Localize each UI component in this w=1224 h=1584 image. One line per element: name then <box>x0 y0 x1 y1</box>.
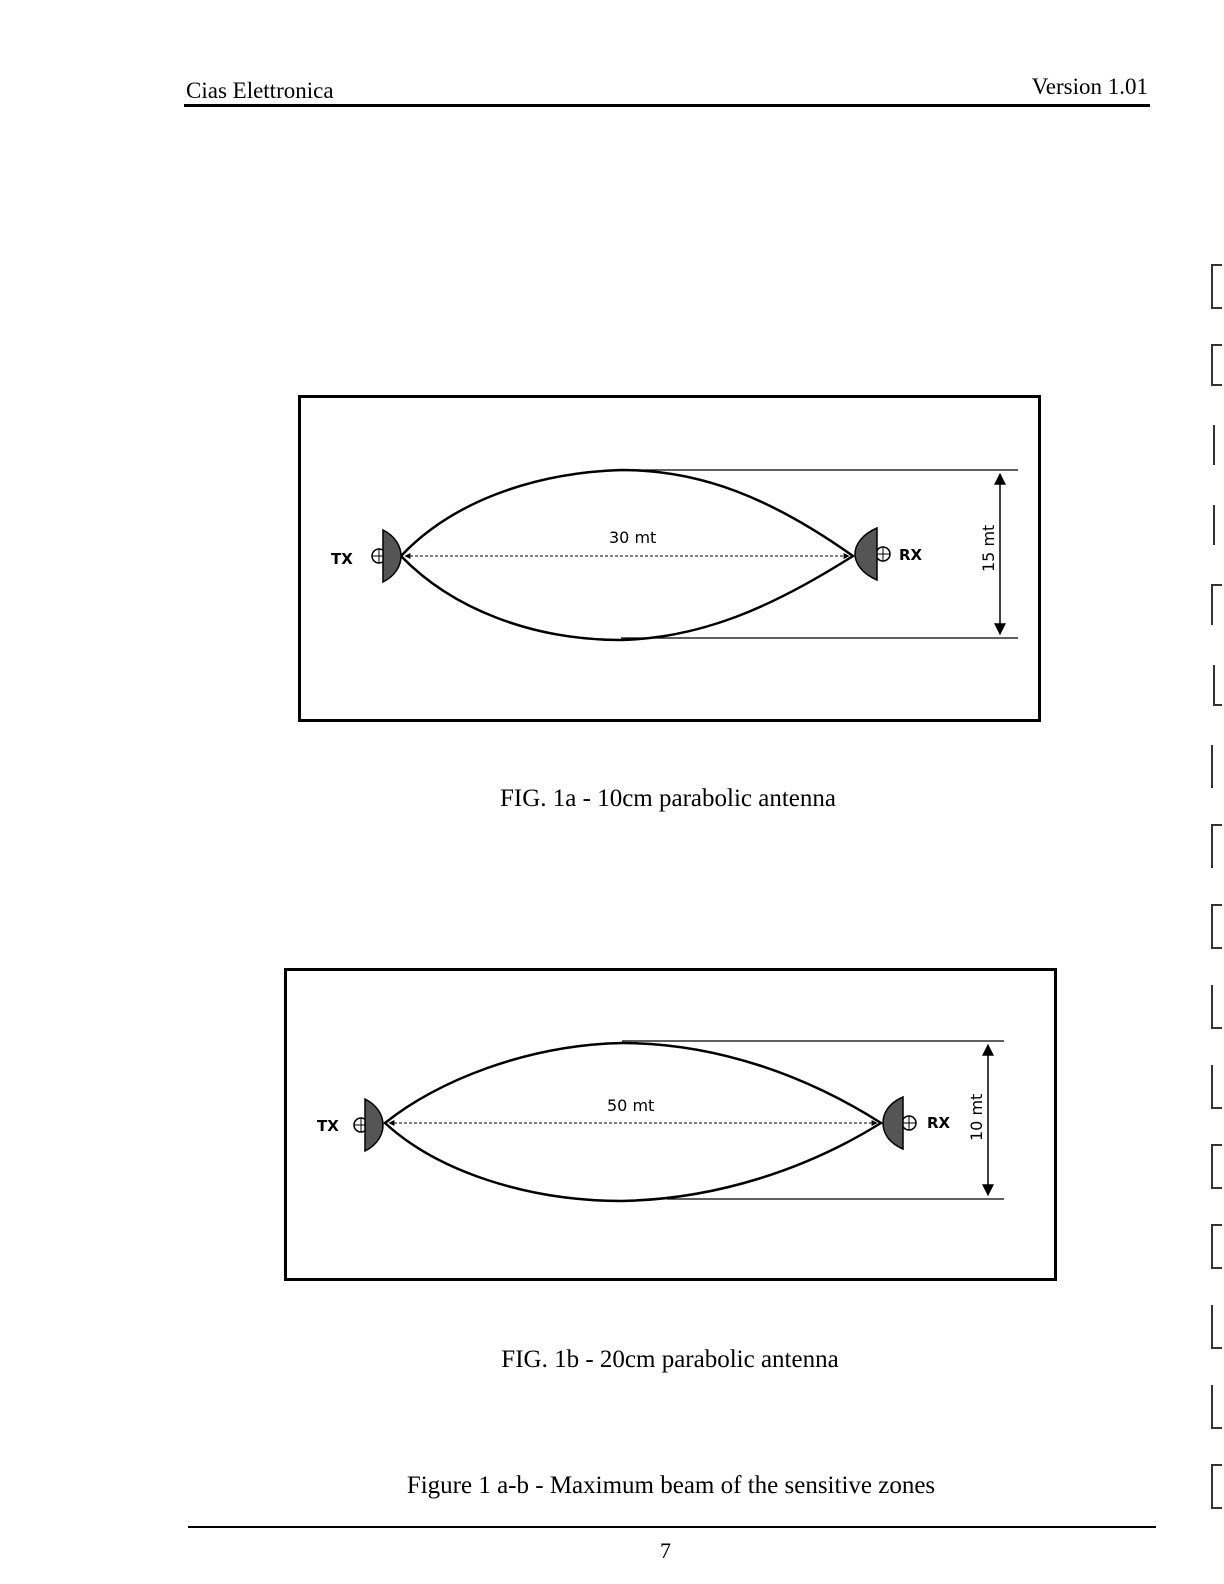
figure-1b-caption: FIG. 1b - 20cm parabolic antenna <box>0 1346 1224 1374</box>
figure-1a-caption: FIG. 1a - 10cm parabolic antenna <box>0 785 1224 813</box>
rx-antenna-icon <box>855 528 890 580</box>
width-label: 15 mt <box>979 525 998 572</box>
figure-1a-svg: TX RX 30 mt 15 mt <box>301 398 1038 719</box>
tx-label: TX <box>317 1117 339 1135</box>
length-label: 30 mt <box>609 528 656 547</box>
page-number: 7 <box>660 1538 671 1564</box>
figure-1a-diagram: TX RX 30 mt 15 mt <box>298 395 1041 722</box>
figure-1b-svg: TX RX 50 mt 10 mt <box>287 971 1054 1278</box>
header-rule <box>184 104 1150 107</box>
tx-label: TX <box>331 550 353 568</box>
rx-antenna-icon <box>883 1097 916 1149</box>
footer-rule <box>188 1526 1156 1528</box>
rx-label: RX <box>899 546 923 564</box>
scan-edge-marks <box>1200 0 1224 1584</box>
rx-label: RX <box>927 1114 951 1132</box>
width-label: 10 mt <box>967 1094 986 1141</box>
figure-1b-diagram: TX RX 50 mt 10 mt <box>284 968 1057 1281</box>
header-company: Cias Elettronica <box>186 78 334 104</box>
tx-antenna-icon <box>372 530 401 582</box>
beam-lobe <box>401 470 853 640</box>
main-figure-caption: Figure 1 a-b - Maximum beam of the sensi… <box>0 1472 1224 1500</box>
length-label: 50 mt <box>607 1096 654 1115</box>
tx-antenna-icon <box>354 1099 383 1151</box>
header-version: Version 1.01 <box>1032 74 1148 100</box>
beam-lobe <box>385 1043 881 1201</box>
